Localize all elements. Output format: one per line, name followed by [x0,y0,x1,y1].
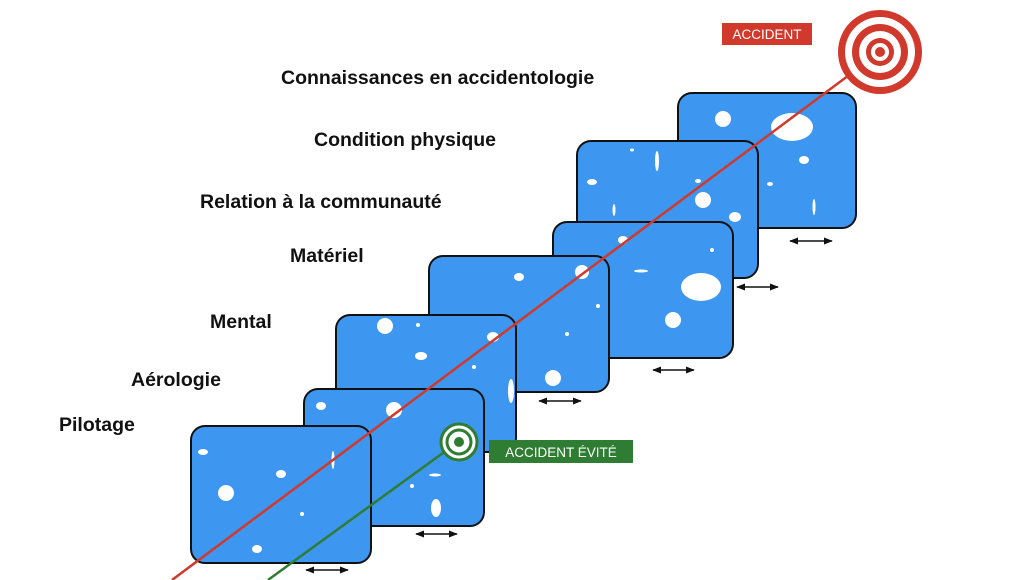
avoided-target-icon [439,422,479,462]
layer-label-connaissances: Connaissances en accidentologie [281,67,594,89]
accident-tag: ACCIDENT [722,23,812,45]
layer-label-aerologie: Aérologie [131,369,221,391]
layer-label-mental: Mental [210,311,272,333]
accident-avoided-tag: ACCIDENT ÉVITÉ [489,440,633,463]
layer-label-relation: Relation à la communauté [200,191,442,213]
layer-label-materiel: Matériel [290,245,364,267]
avoided-trajectory [267,440,459,580]
accident-trajectory [171,50,881,580]
layer-label-condition: Condition physique [314,129,496,151]
slice-pilotage [190,425,372,564]
accident-avoided-tag-label: ACCIDENT ÉVITÉ [505,445,617,460]
layer-label-pilotage: Pilotage [59,414,135,436]
accident-target-icon [838,10,922,94]
accident-tag-label: ACCIDENT [732,27,801,42]
